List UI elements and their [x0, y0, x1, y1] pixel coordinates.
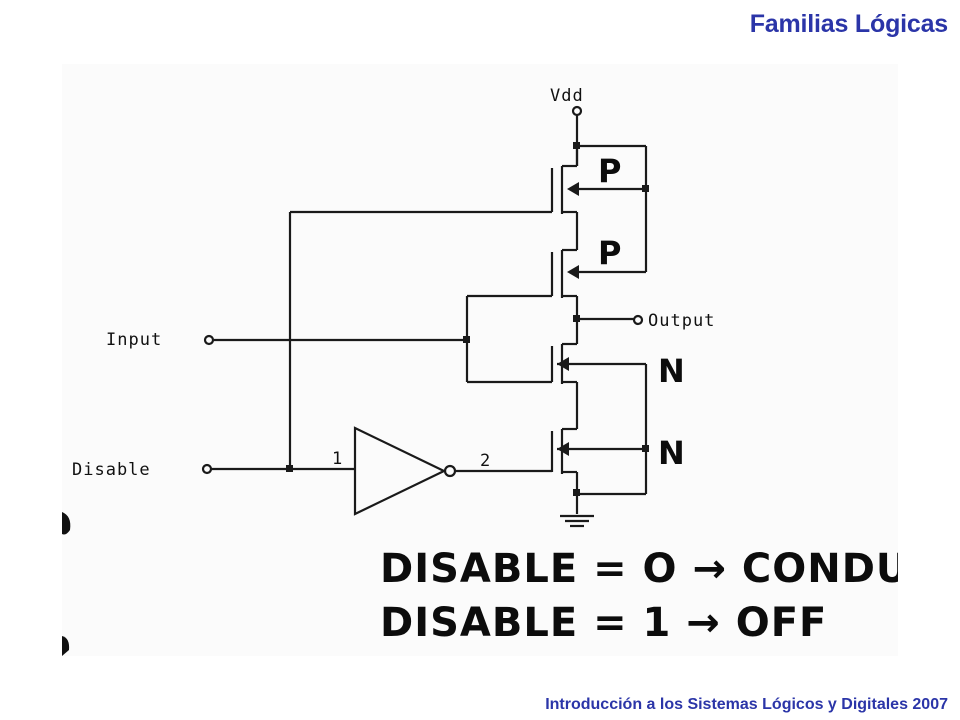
- note-disable-1: DISABLE = 1 → OFF: [380, 600, 827, 646]
- output-terminal: [632, 314, 644, 326]
- inverter-pin-out: 2: [480, 451, 491, 471]
- scan-artifact: [62, 512, 71, 535]
- input-label: Input: [106, 330, 162, 350]
- scan-artifact: [62, 636, 70, 656]
- ground-symbol: [560, 514, 594, 528]
- transistor-label-p1: P: [598, 152, 621, 190]
- note-disable-0: DISABLE = O → CONDUCE: [380, 546, 898, 592]
- output-label: Output: [648, 311, 715, 331]
- transistor-label-n1: N: [658, 352, 685, 390]
- nmos-bottom: [550, 429, 646, 474]
- inverter-gate: [353, 426, 457, 516]
- vdd-terminal: [571, 105, 583, 117]
- nmos-top: [550, 344, 646, 384]
- vdd-label: Vdd: [550, 86, 584, 106]
- inverter-pin-in: 1: [332, 449, 343, 469]
- junction-dot: [573, 142, 580, 149]
- disable-label: Disable: [72, 460, 151, 480]
- pmos-top: [550, 166, 646, 214]
- pmos-bottom: [550, 250, 646, 298]
- transistor-label-n2: N: [658, 434, 685, 472]
- schematic-scan: Vdd Ou: [62, 64, 898, 656]
- transistor-label-p2: P: [598, 234, 621, 272]
- output-node: [573, 315, 580, 322]
- disable-terminal: [201, 463, 213, 475]
- tristate-inverter-schematic: Vdd Ou: [62, 86, 898, 656]
- slide-footer: Introducción a los Sistemas Lógicos y Di…: [545, 696, 948, 713]
- input-terminal: [203, 334, 215, 346]
- slide-title: Familias Lógicas: [749, 10, 948, 38]
